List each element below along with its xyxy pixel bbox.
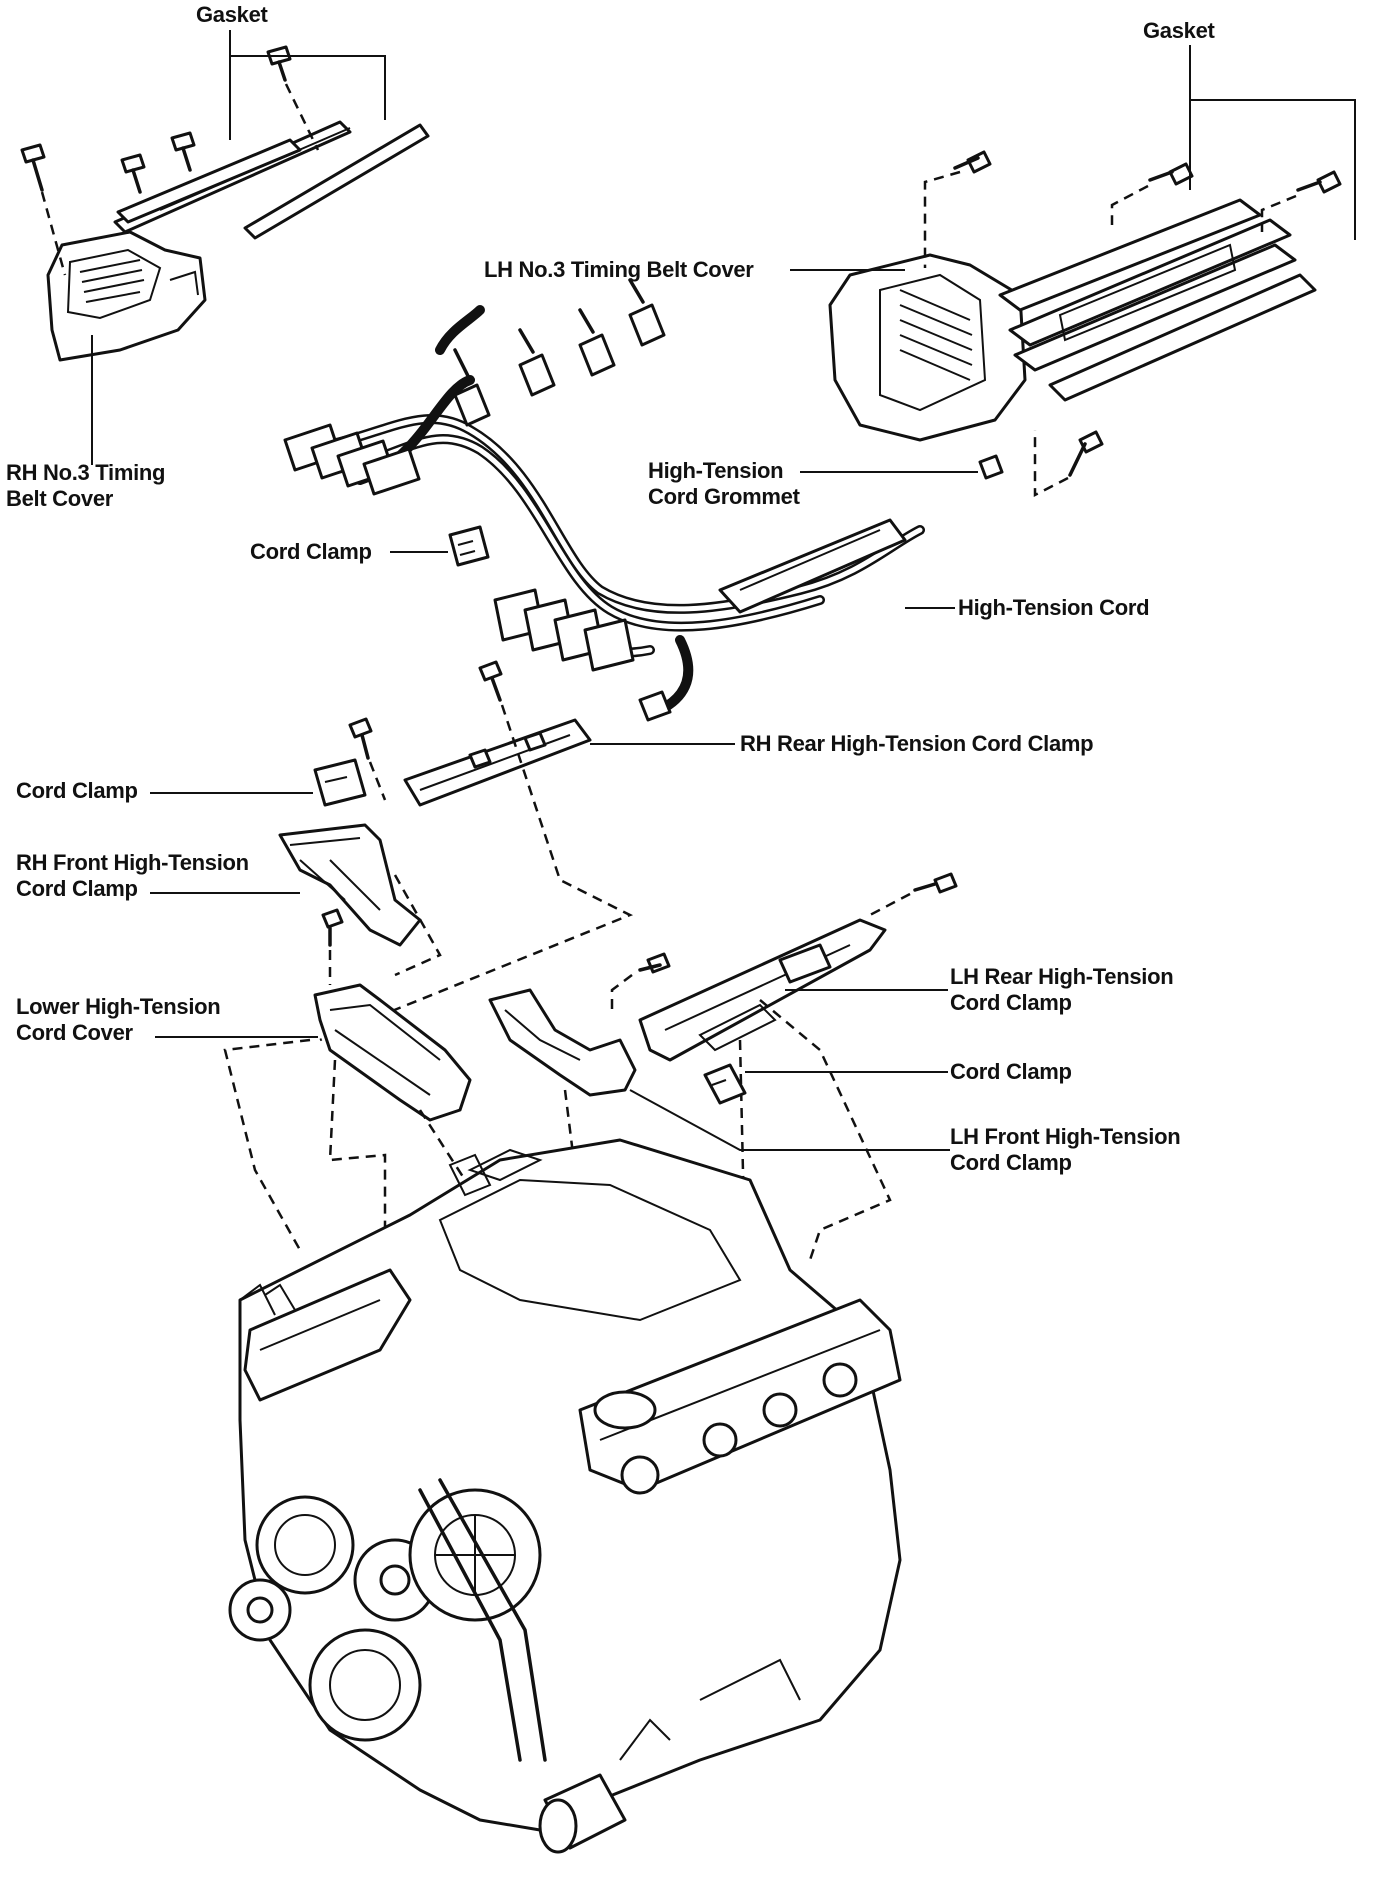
lh-rear-clamp-label-line1: LH Rear High-Tension	[950, 964, 1174, 989]
high-tension-cord-grommet	[978, 454, 1004, 480]
cord-clamp-top-label: Cord Clamp	[250, 539, 372, 564]
lower-cover-label-line2: Cord Cover	[16, 1020, 133, 1045]
bolt-icon	[610, 952, 671, 1010]
cord-clamp	[313, 758, 367, 807]
dash-guide	[1260, 194, 1297, 232]
cord-clamp-lower-label: Cord Clamp	[950, 1059, 1072, 1084]
gasket-left-label: Gasket	[196, 2, 268, 27]
lh-no3-timing-belt-cover	[828, 253, 1027, 442]
rh-front-high-tension-cord-clamp	[278, 823, 422, 947]
lh-rear-clamp-label: LH Rear High-Tension Cord Clamp	[950, 964, 1174, 1016]
bolt-icon	[348, 717, 387, 801]
gasket-right-label: Gasket	[1143, 18, 1215, 43]
dash-guide	[1110, 184, 1149, 225]
bolt-icon	[1296, 170, 1342, 194]
lower-cover-label-line1: Lower High-Tension	[16, 994, 221, 1019]
lh-front-clamp-leader	[629, 1089, 950, 1151]
rh-front-clamp-label-line1: RH Front High-Tension	[16, 850, 249, 875]
gasket-leader-left	[229, 30, 386, 140]
lh-front-clamp-label-line1: LH Front High-Tension	[950, 1124, 1181, 1149]
rh-rear-clamp-label: RH Rear High-Tension Cord Clamp	[740, 731, 1094, 756]
gasket-leader-right	[1189, 45, 1356, 240]
bolt-icon	[1148, 162, 1194, 186]
bolt-icon	[20, 143, 67, 276]
dash-guide	[738, 1039, 757, 1360]
bolt-icon	[170, 131, 196, 172]
bolt-icon	[321, 908, 344, 985]
dash-guide	[759, 999, 892, 1261]
engine-block	[228, 1138, 902, 1854]
lower-high-tension-cord-cover	[313, 983, 472, 1122]
lh-no3-cover-label: LH No.3 Timing Belt Cover	[484, 257, 754, 282]
lh-gasket	[998, 198, 1317, 402]
rh-no3-cover-label-line1: RH No.3 Timing	[6, 460, 166, 485]
bolt-icon	[120, 153, 146, 194]
ht-cord-grommet-label-line2: Cord Grommet	[648, 484, 800, 509]
ht-cord-grommet-label: High-Tension Cord Grommet	[648, 458, 800, 510]
rh-rear-high-tension-cord-clamp	[403, 718, 592, 807]
bolt-icon	[1033, 430, 1104, 498]
rh-no3-cover-label: RH No.3 Timing Belt Cover	[6, 460, 165, 512]
lh-rear-high-tension-cord-clamp	[638, 918, 887, 1062]
rh-front-clamp-label: RH Front High-Tension Cord Clamp	[16, 850, 249, 902]
bolt-icon	[319, 660, 634, 1042]
bolt-icon	[266, 45, 320, 151]
rh-gasket	[113, 120, 430, 240]
rh-no3-cover-label-line2: Belt Cover	[6, 486, 114, 511]
rh-no3-timing-belt-cover	[46, 230, 207, 362]
cord-clamp	[703, 1063, 747, 1105]
bolt-icon	[953, 150, 992, 174]
dash-guide	[923, 170, 961, 268]
lh-front-high-tension-cord-clamp	[488, 988, 637, 1097]
lh-front-clamp-label-line2: Cord Clamp	[950, 1150, 1072, 1175]
high-tension-cord	[283, 278, 925, 722]
ht-cord-grommet-label-line1: High-Tension	[648, 458, 784, 483]
bolt-icon	[869, 872, 958, 917]
cord-clamp	[448, 525, 490, 567]
lh-rear-clamp-label-line2: Cord Clamp	[950, 990, 1072, 1015]
dash-guide	[393, 874, 442, 977]
lh-front-clamp-label: LH Front High-Tension Cord Clamp	[950, 1124, 1181, 1176]
lower-cover-label: Lower High-Tension Cord Cover	[16, 994, 221, 1046]
ht-cord-label: High-Tension Cord	[958, 595, 1150, 620]
cord-clamp-mid-label: Cord Clamp	[16, 778, 138, 803]
rh-front-clamp-label-line2: Cord Clamp	[16, 876, 138, 901]
